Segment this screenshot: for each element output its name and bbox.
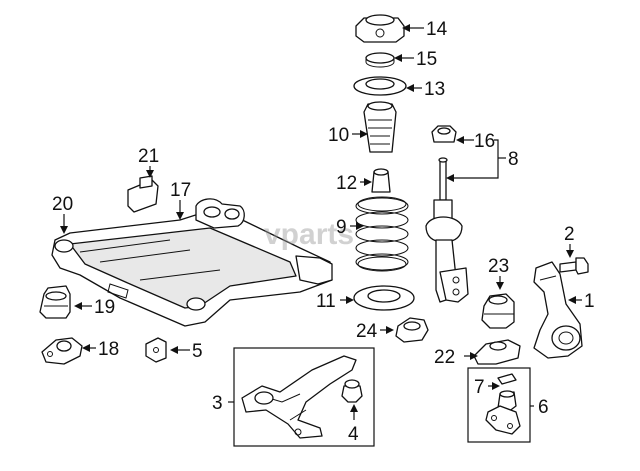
callout-20: 20	[52, 194, 73, 215]
mount-19	[39, 285, 71, 319]
callout-19: 19	[94, 297, 115, 318]
callout-15: 15	[416, 49, 437, 70]
callout-7: 7	[474, 377, 485, 398]
callout-labels: 14 15 13 10 16 8 12 9 11 24 2 1 23 22 7 …	[52, 19, 595, 445]
callout-9: 9	[336, 217, 347, 238]
ball-joint-box	[467, 367, 531, 443]
clip-7	[497, 373, 517, 385]
callout-2: 2	[564, 224, 575, 245]
mount-23	[481, 293, 515, 329]
callout-17: 17	[170, 180, 191, 201]
callout-4: 4	[348, 424, 359, 445]
callout-21: 21	[138, 146, 159, 167]
strut-nut-16	[431, 125, 457, 143]
mount-24	[395, 317, 429, 343]
bracket-5	[145, 337, 167, 363]
mount-22	[473, 339, 521, 365]
mount-18	[41, 337, 83, 365]
insulator-11	[353, 285, 415, 311]
strut-mount-14	[355, 14, 405, 43]
bump-stop-12	[371, 168, 391, 193]
callout-8: 8	[508, 149, 519, 170]
callout-3: 3	[212, 393, 223, 414]
bolt-2	[559, 257, 589, 275]
callout-23: 23	[488, 256, 509, 277]
callout-16: 16	[474, 131, 495, 152]
strut-assembly-8	[425, 157, 469, 303]
callout-13: 13	[424, 79, 445, 100]
leader-lines	[60, 24, 582, 420]
bracket-21	[127, 175, 159, 213]
steering-knuckle-1	[533, 261, 583, 359]
callout-24: 24	[356, 321, 378, 342]
coil-spring-9	[355, 196, 409, 272]
ball-joint-6	[485, 390, 521, 435]
lower-control-arm	[241, 355, 357, 439]
ball-joint-4	[341, 379, 363, 403]
control-arm-box	[233, 347, 375, 447]
callout-12: 12	[336, 173, 357, 194]
watermark-text: vparts	[264, 218, 354, 251]
bump-stop-10	[363, 101, 397, 153]
callout-10: 10	[328, 125, 349, 146]
spring-seat-13	[353, 76, 407, 96]
callout-18: 18	[98, 339, 119, 360]
callout-11: 11	[316, 291, 336, 312]
callout-1: 1	[584, 291, 595, 312]
callout-6: 6	[538, 397, 549, 418]
callout-22: 22	[434, 347, 455, 368]
callout-5: 5	[192, 341, 203, 362]
bearing-15	[365, 52, 395, 68]
callout-14: 14	[426, 19, 448, 40]
subframe-crossmember	[51, 198, 333, 327]
